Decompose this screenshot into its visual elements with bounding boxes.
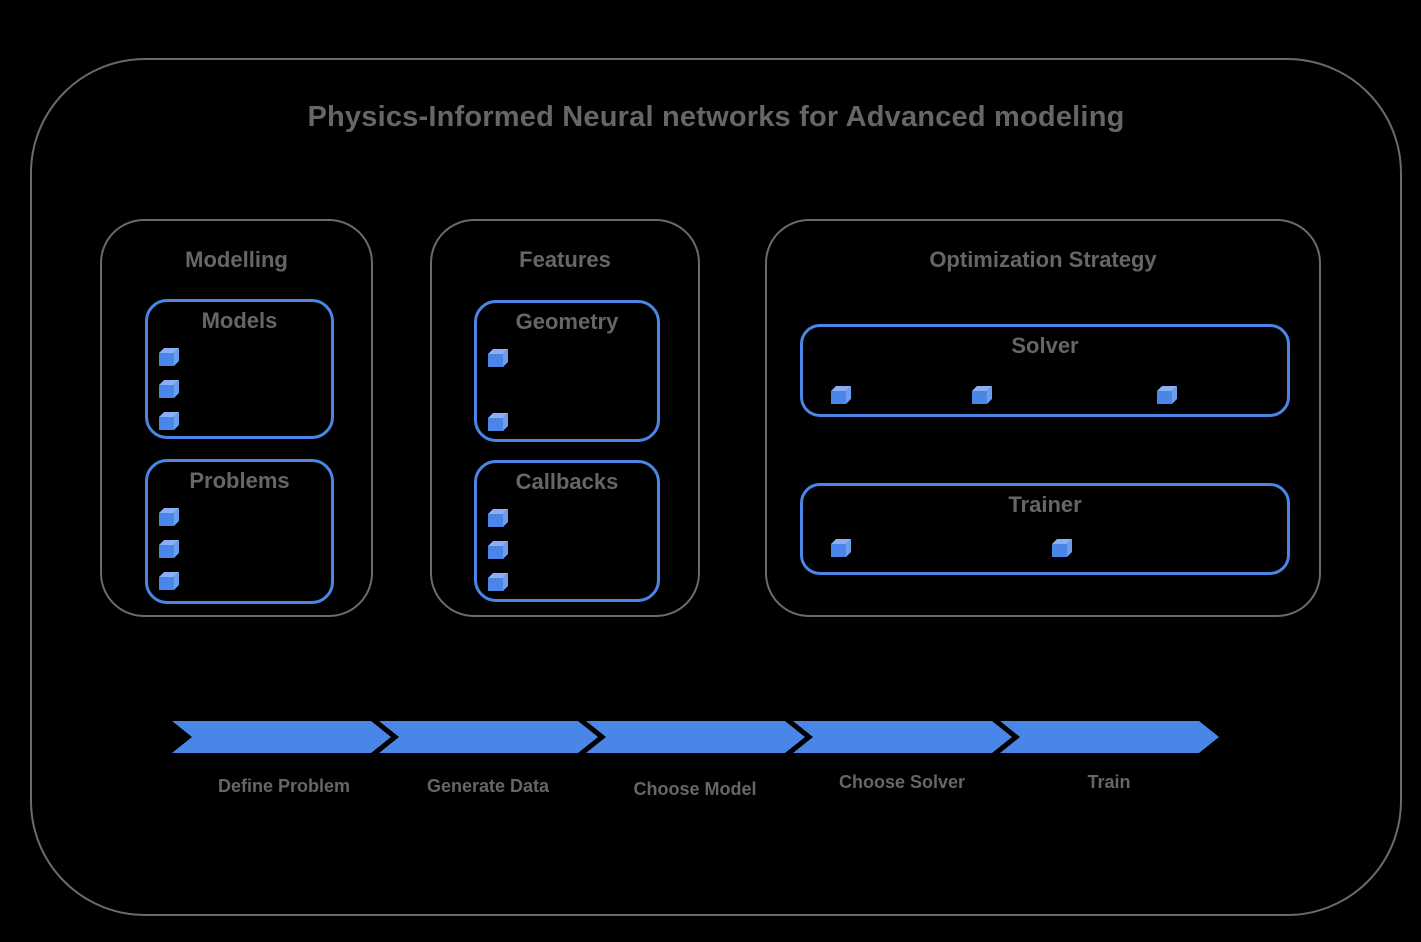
box-label-geometry: Geometry (515, 309, 619, 334)
box-label-trainer: Trainer (1008, 492, 1082, 517)
cube-icon (159, 348, 179, 366)
box-solver: Solver (800, 324, 1290, 417)
cube-icon (488, 413, 508, 431)
box-trainer: Trainer (800, 483, 1290, 575)
box-problems: Problems (145, 459, 334, 604)
cube-icon (159, 540, 179, 558)
process-flow-arrow (172, 721, 1220, 753)
flow-chevron-segment (586, 721, 805, 753)
cube-icon (831, 539, 851, 557)
box-label-callbacks: Callbacks (515, 469, 619, 494)
cube-icon (488, 349, 508, 367)
outer-frame (30, 58, 1402, 916)
cube-list (831, 539, 1073, 558)
group-features: Features Geometry Callbacks (430, 219, 700, 617)
box-callbacks: Callbacks (474, 460, 660, 602)
cube-icon (159, 380, 179, 398)
group-modelling: Modelling Models Problems (100, 219, 373, 617)
flow-chevron-segment (1000, 721, 1219, 753)
cube-icon (488, 509, 508, 527)
cube-icon (1157, 386, 1177, 404)
box-label-problems: Problems (189, 468, 290, 493)
cube-icon (488, 573, 508, 591)
group-label-modelling: Modelling (185, 247, 288, 272)
cube-icon (1052, 539, 1072, 557)
flow-step-label: Generate Data (426, 776, 550, 796)
cube-list (488, 349, 509, 432)
cube-icon (159, 572, 179, 590)
box-label-models: Models (201, 308, 278, 333)
flow-step-label: Define Problem (217, 776, 351, 796)
cube-icon (831, 386, 851, 404)
cube-icon (159, 412, 179, 430)
group-label-optimization-strategy: Optimization Strategy (929, 247, 1157, 272)
box-models: Models (145, 299, 334, 439)
cube-icon (159, 508, 179, 526)
flow-chevron-segment (793, 721, 1012, 753)
flow-step-label: Choose Model (633, 779, 757, 799)
flow-chevron-segment (379, 721, 598, 753)
box-label-solver: Solver (1011, 333, 1079, 358)
cube-list (488, 509, 509, 592)
cube-icon (488, 541, 508, 559)
group-label-features: Features (519, 247, 611, 272)
box-geometry: Geometry (474, 300, 660, 442)
cube-list (159, 348, 180, 431)
cube-list (159, 508, 180, 591)
flow-step-label: Choose Solver (838, 772, 966, 792)
group-optimization-strategy: Optimization Strategy Solver Trainer (765, 219, 1321, 617)
flow-chevron-segment (172, 721, 391, 753)
flow-step-label: Train (1087, 772, 1131, 792)
cube-list (831, 386, 1178, 405)
cube-icon (972, 386, 992, 404)
diagram-title: Physics-Informed Neural networks for Adv… (307, 101, 1125, 133)
